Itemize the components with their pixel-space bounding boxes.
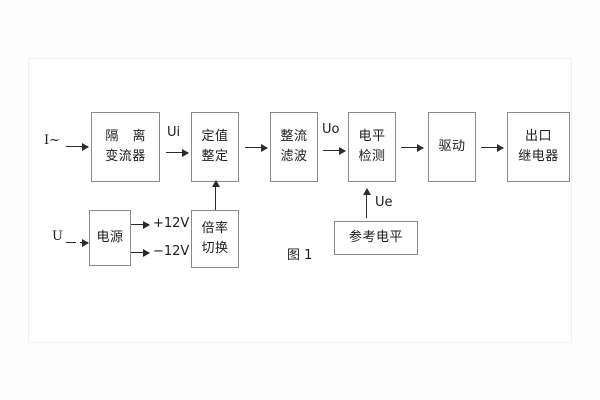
arrow-setting-to-rectify-filter bbox=[245, 143, 268, 152]
label-supply-negative: −12V bbox=[153, 244, 190, 259]
block-ratio-switch: 倍率 切换 bbox=[191, 210, 239, 268]
arrow-ratio-switch-to-setting bbox=[211, 180, 220, 210]
block-rectify-filter: 整流 滤波 bbox=[270, 112, 318, 182]
arrow-voltage-to-power-supply bbox=[80, 238, 89, 247]
arrow-isolation-ct-to-setting bbox=[166, 148, 189, 157]
arrow-supply-negative bbox=[131, 248, 150, 257]
arrow-reference-level-to-level-detect bbox=[362, 188, 371, 218]
block-output-relay: 出口 继电器 bbox=[507, 112, 570, 182]
arrow-current-to-isolation-ct bbox=[66, 142, 89, 151]
label-current-input: I~ bbox=[44, 133, 61, 148]
block-level-detect: 电平 检测 bbox=[348, 112, 396, 182]
figure-caption: 图 1 bbox=[287, 248, 313, 263]
arrow-driver-to-output-relay bbox=[481, 143, 504, 152]
arrow-level-detect-to-driver bbox=[401, 143, 424, 152]
lead-voltage-input bbox=[66, 242, 76, 243]
block-driver: 驱动 bbox=[428, 112, 476, 182]
label-voltage-input: U bbox=[52, 229, 63, 244]
label-uo: Uo bbox=[322, 122, 340, 137]
label-ui: Ui bbox=[167, 125, 181, 140]
label-ue: Ue bbox=[375, 195, 393, 210]
block-power-supply: 电源 bbox=[89, 210, 131, 266]
block-isolation-ct: 隔 离 变流器 bbox=[91, 112, 160, 182]
arrow-rectify-filter-to-level-detect bbox=[323, 146, 346, 155]
block-setting: 定值 整定 bbox=[191, 112, 239, 182]
diagram-frame bbox=[28, 58, 572, 343]
block-reference-level: 参考电平 bbox=[334, 221, 418, 255]
arrow-supply-positive bbox=[131, 220, 150, 229]
label-supply-positive: +12V bbox=[153, 216, 190, 231]
